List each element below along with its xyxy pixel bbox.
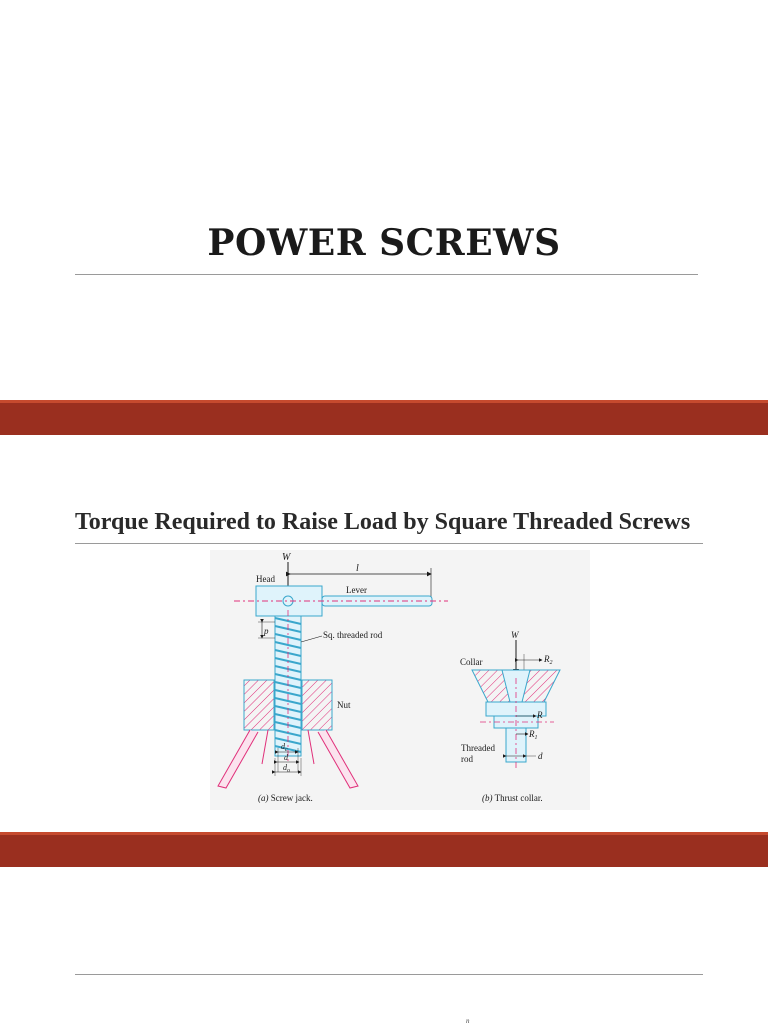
rod-leader xyxy=(300,635,323,643)
inner-radius-label: R1 xyxy=(528,729,538,741)
section-title: Torque Required to Raise Load by Square … xyxy=(75,509,691,535)
thrust-collar-caption: (b) Thrust collar. xyxy=(482,793,543,803)
outer-radius-label: R2 xyxy=(543,654,553,666)
page-number: n xyxy=(466,1017,470,1025)
bottom-accent-band xyxy=(0,832,768,867)
nut-left xyxy=(243,679,275,731)
lever-length-label: l xyxy=(356,563,359,574)
title-divider xyxy=(75,274,698,275)
section-divider xyxy=(75,543,703,544)
mean-diameter-label: d xyxy=(284,753,289,762)
right-leg xyxy=(317,729,359,789)
threaded-rod-label-line2: rod xyxy=(461,754,473,764)
nut-right xyxy=(301,679,333,731)
left-leg xyxy=(217,729,259,789)
head-label: Head xyxy=(256,574,275,584)
collar-load-label: W xyxy=(511,630,520,640)
core-diameter-label: dc xyxy=(281,742,288,753)
load-label: W xyxy=(282,552,292,563)
threaded-rod-label-line1: Threaded xyxy=(461,743,495,753)
mean-radius-label: R xyxy=(536,710,543,720)
top-accent-band xyxy=(0,400,768,435)
rod-label: Sq. threaded rod xyxy=(323,630,383,640)
rod-diameter-label: d xyxy=(538,751,543,761)
page-title: POWER SCREWS xyxy=(207,222,561,264)
lever-label: Lever xyxy=(346,585,367,595)
collar-label: Collar xyxy=(460,657,483,667)
power-screw-figure: W l Head Lever Sq. threaded rod xyxy=(210,550,590,810)
inner-legs xyxy=(261,729,315,765)
screw-jack: W l Head Lever Sq. threaded rod xyxy=(217,552,448,803)
thrust-collar: W R2 Collar R R1 d xyxy=(460,630,561,803)
pitch-label: p xyxy=(263,626,269,636)
footer-divider xyxy=(75,974,703,975)
screw-jack-caption: (a) Screw jack. xyxy=(258,793,313,803)
nut-label: Nut xyxy=(337,700,351,710)
power-screw-diagram: W l Head Lever Sq. threaded rod xyxy=(210,550,590,810)
outer-diameter-label: do xyxy=(283,763,290,774)
